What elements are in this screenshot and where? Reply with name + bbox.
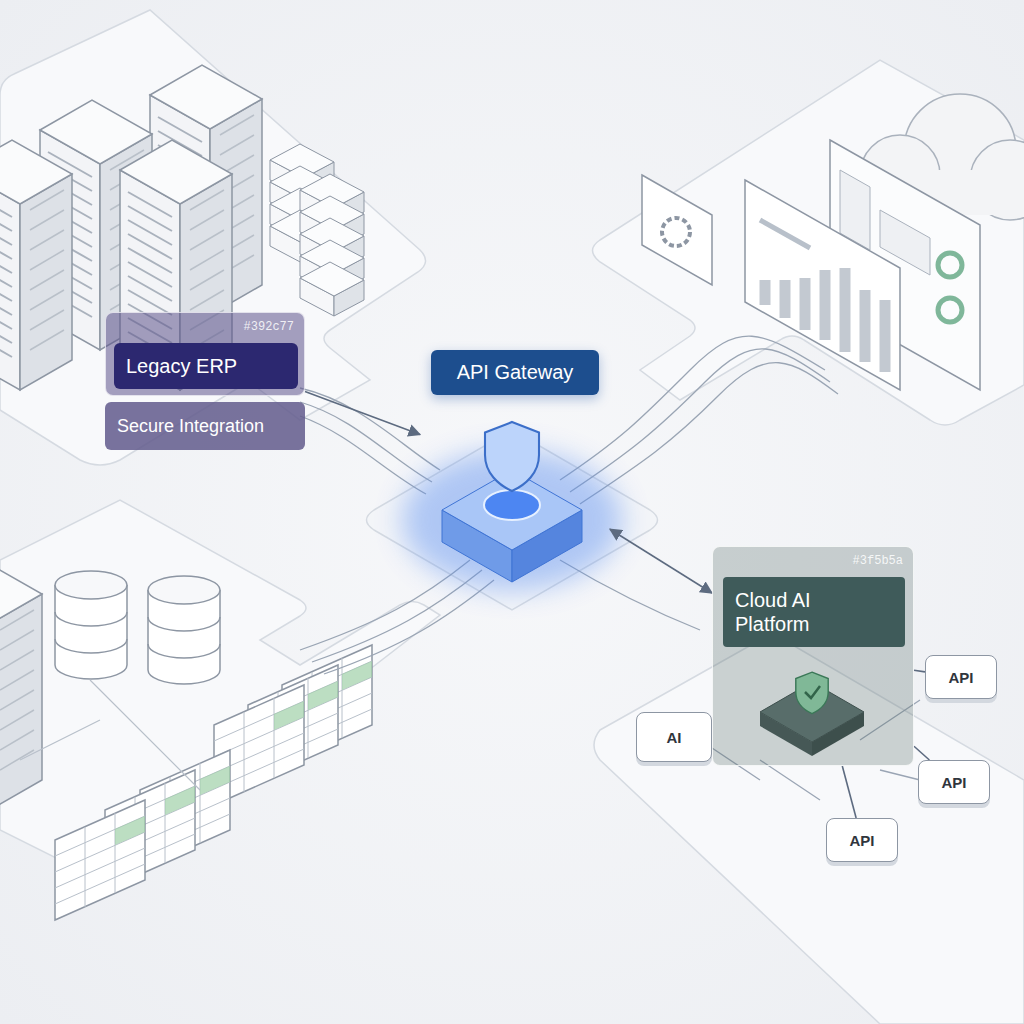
api-tile: API	[925, 655, 997, 699]
system-box: Legacy ERP	[114, 343, 298, 389]
platforms	[0, 10, 1024, 1024]
system-panel: #392c77Legacy ERP	[105, 312, 305, 396]
process-box: Secure Integration	[105, 402, 305, 450]
node-label: API	[941, 774, 966, 791]
node-label: Cloud AI Platform	[735, 588, 855, 636]
flow-connector	[842, 766, 856, 818]
gateway-node: API Gateway	[420, 350, 610, 590]
data-flow-lines	[300, 336, 920, 800]
node-label: AI	[667, 729, 682, 746]
node-label: Legacy ERP	[126, 354, 237, 378]
color-code: #3f5b5a	[853, 554, 903, 568]
flow-connector	[305, 391, 420, 434]
api-tile: API	[918, 760, 990, 804]
platform-panel: #3f5b5aCloud AI Platform	[712, 546, 914, 766]
cloud-dashboards	[642, 94, 1024, 390]
databases	[0, 560, 372, 920]
flow-connector	[914, 670, 925, 672]
node-label: API	[948, 669, 973, 686]
platform-box: Cloud AI Platform	[723, 577, 905, 647]
node-label: API Gateway	[431, 350, 599, 395]
gateway-cube	[402, 422, 622, 590]
node-label: API	[849, 832, 874, 849]
api-tile: API	[826, 818, 898, 862]
flow-connector	[610, 529, 712, 593]
flow-connector	[914, 746, 929, 760]
node-label: Secure Integration	[117, 414, 264, 438]
color-code: #392c77	[244, 320, 294, 334]
api-tile: AI	[636, 712, 712, 762]
